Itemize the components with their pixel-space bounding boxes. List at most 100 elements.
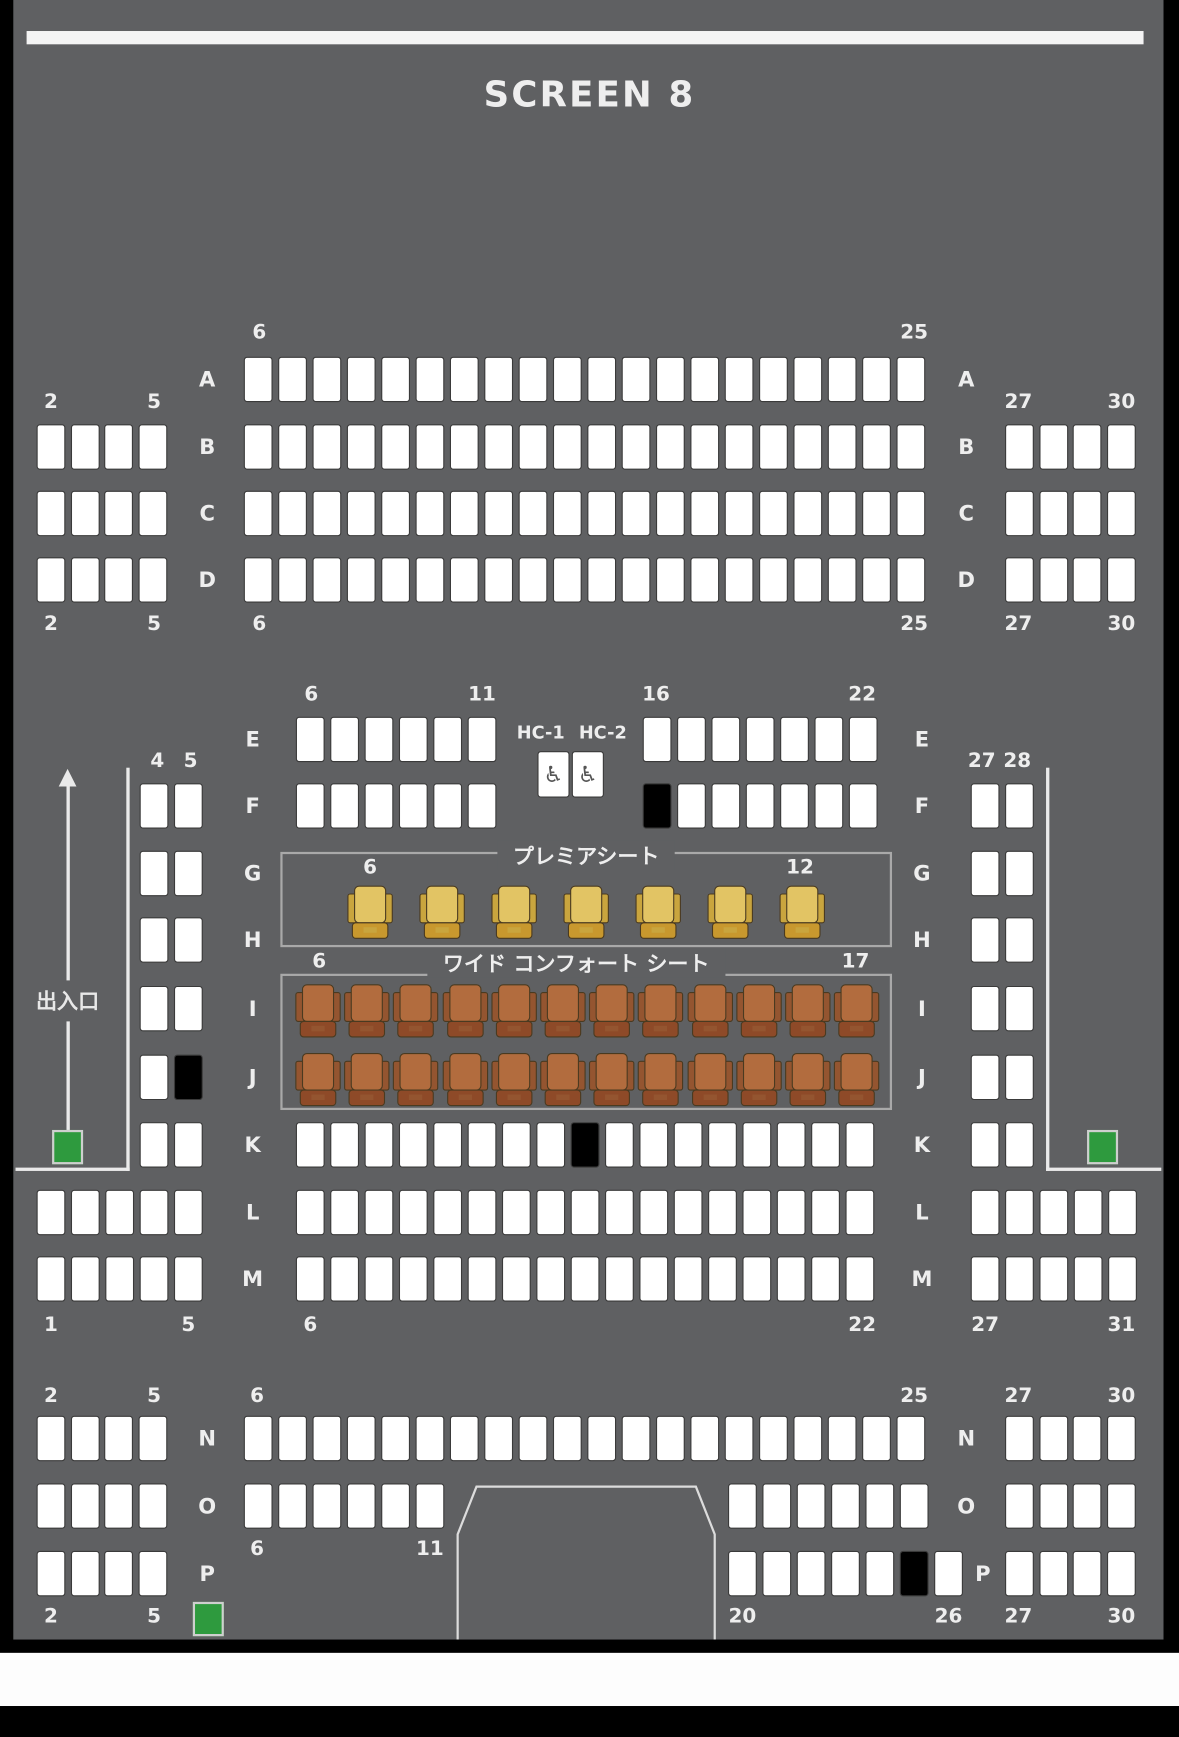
seat-L30[interactable] [1073, 1189, 1103, 1236]
seat-A19[interactable] [690, 356, 720, 403]
seat-L28[interactable] [1005, 1189, 1034, 1236]
wide-comfort-seat-I15[interactable] [734, 982, 783, 1045]
wide-comfort-seat-I12[interactable] [588, 982, 637, 1045]
seat-P28[interactable] [1038, 1550, 1068, 1597]
seat-B5[interactable] [137, 424, 167, 470]
seat-B9[interactable] [346, 424, 376, 470]
seat-M29[interactable] [1039, 1256, 1069, 1302]
seat-L21[interactable] [811, 1189, 840, 1236]
seat-D4[interactable] [104, 557, 133, 603]
seat-K13[interactable] [536, 1122, 566, 1168]
wide-comfort-seat-J16[interactable] [783, 1050, 832, 1113]
seat-M12[interactable] [501, 1256, 531, 1302]
premium-seat-6[interactable] [346, 883, 395, 946]
seat-K21[interactable] [811, 1122, 840, 1168]
seat-A11[interactable] [415, 356, 445, 403]
seat-O6[interactable] [243, 1483, 273, 1529]
seat-E16[interactable] [642, 716, 672, 763]
wide-comfort-seat-I7[interactable] [343, 982, 392, 1045]
seat-A18[interactable] [655, 356, 685, 403]
seat-J27[interactable] [970, 1054, 1000, 1101]
seat-B10[interactable] [381, 424, 410, 470]
seat-C19[interactable] [690, 490, 720, 537]
seat-G27[interactable] [970, 850, 1000, 897]
seat-E21[interactable] [814, 716, 844, 763]
seat-D23[interactable] [827, 557, 857, 603]
seat-O28[interactable] [1038, 1483, 1068, 1529]
seat-N4[interactable] [104, 1415, 133, 1462]
seat-D2[interactable] [36, 557, 66, 603]
seat-N27[interactable] [1005, 1415, 1034, 1462]
seat-D5[interactable] [137, 557, 167, 603]
seat-N6[interactable] [243, 1415, 273, 1462]
seat-I4[interactable] [139, 985, 169, 1032]
seat-M11[interactable] [467, 1256, 497, 1302]
seat-K18[interactable] [708, 1122, 737, 1168]
seat-K16[interactable] [639, 1122, 669, 1168]
seat-C25[interactable] [896, 490, 926, 537]
seat-H27[interactable] [970, 917, 1000, 963]
seat-C27[interactable] [1005, 490, 1034, 537]
seat-E11[interactable] [467, 716, 497, 763]
premium-seat-11[interactable] [706, 883, 755, 946]
seat-L4[interactable] [139, 1189, 169, 1236]
seat-B25[interactable] [896, 424, 926, 470]
seat-L29[interactable] [1039, 1189, 1069, 1236]
seat-P21[interactable] [762, 1550, 792, 1597]
seat-O10[interactable] [381, 1483, 410, 1529]
seat-K8[interactable] [364, 1122, 394, 1168]
seat-J5[interactable] [173, 1054, 203, 1101]
seat-P27[interactable] [1005, 1550, 1034, 1597]
seat-M2[interactable] [70, 1256, 100, 1302]
seat-L27[interactable] [970, 1189, 1000, 1236]
seat-F21[interactable] [814, 783, 844, 829]
seat-P29[interactable] [1072, 1550, 1102, 1597]
wide-comfort-seat-I13[interactable] [636, 982, 685, 1045]
seat-O22[interactable] [796, 1483, 826, 1529]
seat-L5[interactable] [173, 1189, 203, 1236]
seat-L9[interactable] [398, 1189, 428, 1236]
wide-comfort-seat-J17[interactable] [832, 1050, 881, 1113]
seat-O25[interactable] [899, 1483, 929, 1529]
seat-F11[interactable] [467, 783, 497, 829]
seat-J28[interactable] [1005, 1054, 1034, 1101]
seat-H4[interactable] [139, 917, 169, 963]
seat-A14[interactable] [518, 356, 548, 403]
seat-D17[interactable] [621, 557, 651, 603]
seat-M5[interactable] [173, 1256, 203, 1302]
seat-C7[interactable] [278, 490, 307, 537]
seat-N28[interactable] [1038, 1415, 1068, 1462]
seat-M30[interactable] [1073, 1256, 1103, 1302]
seat-L18[interactable] [708, 1189, 737, 1236]
seat-B30[interactable] [1106, 424, 1136, 470]
seat-C6[interactable] [243, 490, 273, 537]
seat-N18[interactable] [655, 1415, 685, 1462]
seat-L16[interactable] [639, 1189, 669, 1236]
seat-C15[interactable] [552, 490, 582, 537]
seat-G28[interactable] [1005, 850, 1034, 897]
seat-M19[interactable] [742, 1256, 772, 1302]
seat-F6[interactable] [295, 783, 325, 829]
seat-N30[interactable] [1106, 1415, 1136, 1462]
premium-seat-8[interactable] [490, 883, 539, 946]
seat-N9[interactable] [346, 1415, 376, 1462]
seat-K19[interactable] [742, 1122, 772, 1168]
wide-comfort-seat-I11[interactable] [539, 982, 588, 1045]
seat-A21[interactable] [759, 356, 788, 403]
seat-P5[interactable] [137, 1550, 167, 1597]
seat-N16[interactable] [587, 1415, 617, 1462]
seat-B28[interactable] [1038, 424, 1068, 470]
seat-C13[interactable] [484, 490, 514, 537]
seat-F4[interactable] [139, 783, 169, 829]
seat-F8[interactable] [364, 783, 394, 829]
seat-L22[interactable] [845, 1189, 875, 1236]
seat-D11[interactable] [415, 557, 445, 603]
wide-comfort-seat-J11[interactable] [539, 1050, 588, 1113]
wide-comfort-seat-J8[interactable] [392, 1050, 441, 1113]
seat-D13[interactable] [484, 557, 514, 603]
seat-I28[interactable] [1005, 985, 1034, 1032]
seat-O5[interactable] [137, 1483, 167, 1529]
seat-A23[interactable] [827, 356, 857, 403]
seat-E6[interactable] [295, 716, 325, 763]
seat-C8[interactable] [312, 490, 342, 537]
